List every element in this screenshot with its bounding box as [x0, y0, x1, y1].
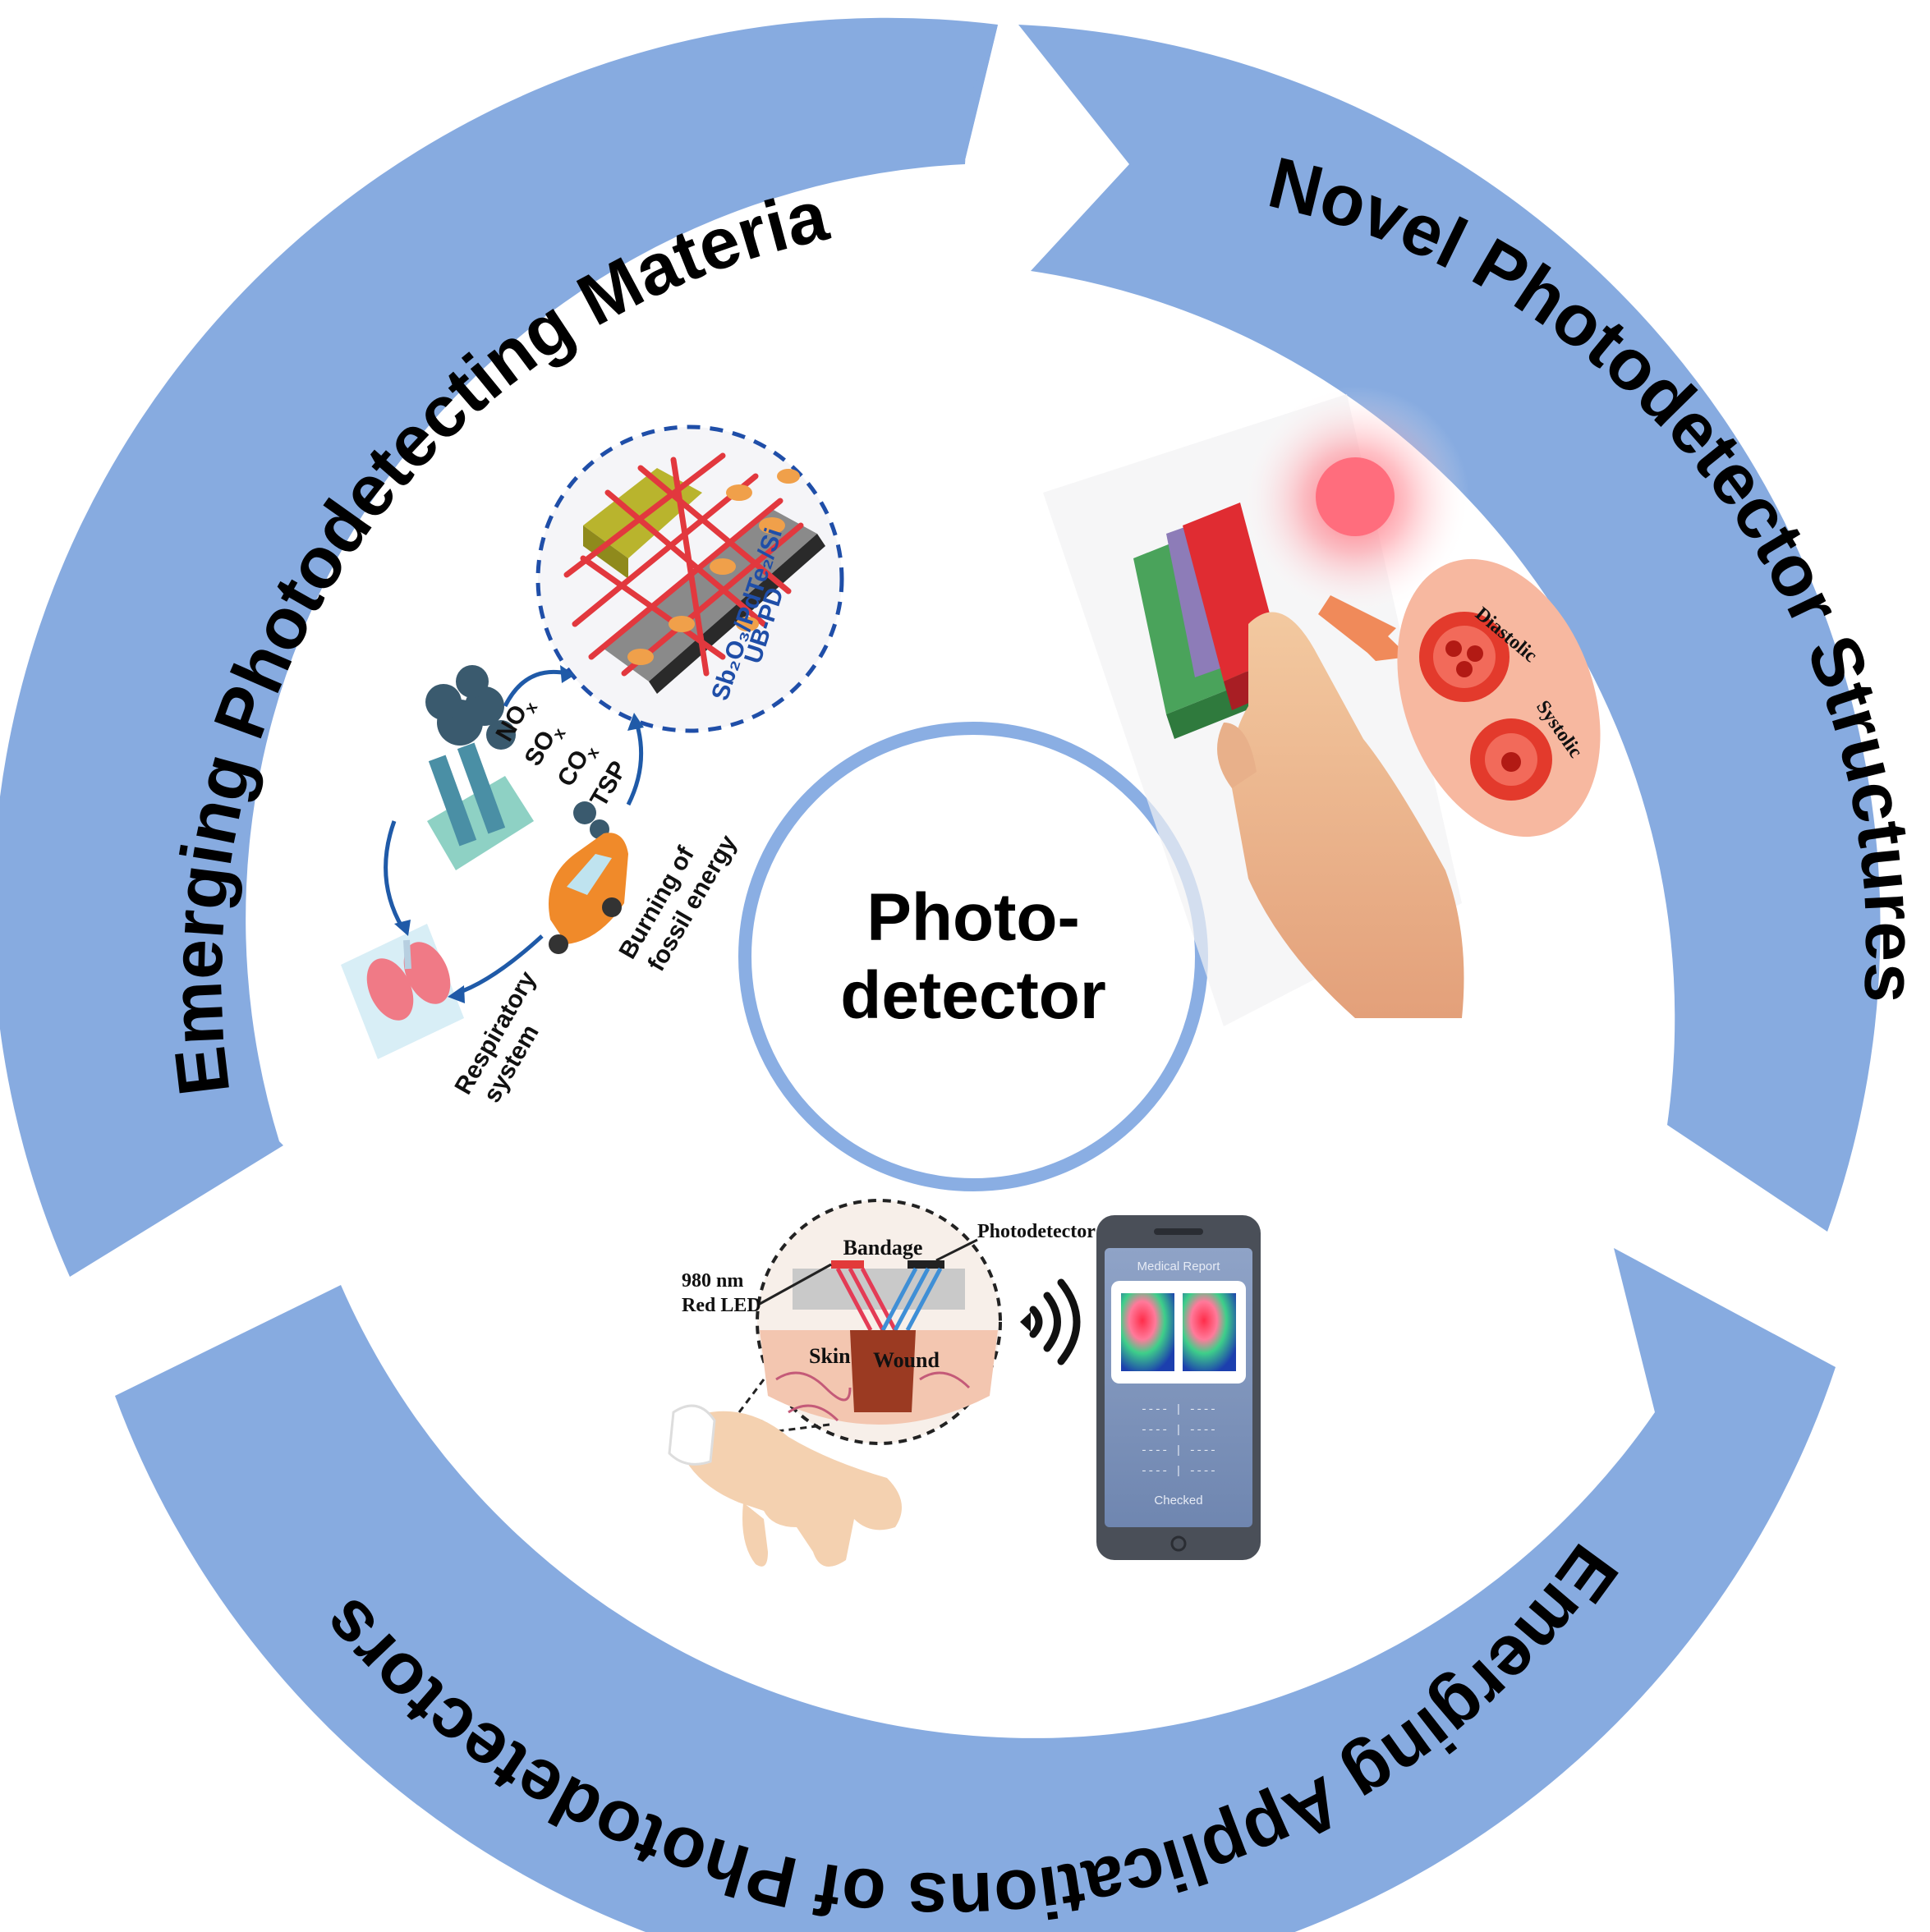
factory-icon [425, 665, 534, 870]
center-ring [738, 722, 1208, 1191]
ring-segment-structures [1018, 25, 1881, 1232]
heatmap-left [1121, 1293, 1174, 1371]
center-label-line2: detector [840, 958, 1106, 1033]
applications-illustration: Bandage Skin Wound Photodetector 980 nm … [668, 1199, 1261, 1567]
label-bandage: Bandage [843, 1236, 923, 1260]
zoom-line-top [738, 1379, 765, 1413]
substrate-layer [604, 509, 817, 681]
ring-segment-applications [115, 1248, 1836, 1932]
svg-text:---- | ----: ---- | ---- [1141, 1403, 1216, 1416]
label-led-line1: 980 nm [682, 1270, 743, 1292]
center-node: Photo- detector [738, 722, 1208, 1191]
label-photodetector: Photodetector [977, 1221, 1096, 1242]
blood-vessel-panel: Diastolic Systolic [1397, 558, 1601, 838]
checked-button[interactable]: Checked [1154, 1494, 1202, 1508]
label-led-line2: Red LED [682, 1295, 761, 1316]
phone-icon: Medical Report ---- | ---- ---- | ---- -… [1096, 1215, 1261, 1560]
light-source [1316, 457, 1395, 536]
cycle-arrowheads [394, 665, 644, 1003]
pulse-arrow [1318, 595, 1409, 661]
car-icon [549, 801, 628, 954]
wound-area [850, 1330, 916, 1412]
structures-illustration: Diastolic Systolic [1043, 386, 1601, 1026]
svg-text:---- | ----: ---- | ---- [1141, 1465, 1216, 1478]
heatmap-right [1183, 1293, 1236, 1371]
device-zoom-circle: Sb₂O₃/PdTe₂/Si UB-PD [535, 424, 844, 733]
skin-fibers [775, 1371, 971, 1422]
svg-text:---- | ----: ---- | ---- [1141, 1424, 1216, 1437]
svg-text:---- | ----: ---- | ---- [1141, 1444, 1216, 1457]
substrate-edge [649, 534, 825, 694]
phone-title: Medical Report [1137, 1260, 1221, 1273]
photodetector-pointer [935, 1238, 978, 1262]
ring-segment-materials [0, 17, 998, 1277]
photodetector-chip [908, 1260, 944, 1269]
nanoparticles [627, 469, 800, 665]
center-label-line1: Photo- [866, 880, 1080, 955]
hand-icon [668, 1404, 902, 1567]
label-skin: Skin [809, 1344, 851, 1368]
finger-hand [1217, 612, 1464, 1018]
sensor-device [1133, 503, 1289, 739]
wireless-dot [1020, 1312, 1031, 1332]
led-emitter [831, 1260, 864, 1269]
electrode-pad-side [583, 525, 628, 579]
label-wound: Wound [873, 1348, 940, 1372]
gas-tsp: TSP [585, 756, 632, 811]
nanowire-network [563, 452, 804, 677]
light-rays [835, 1267, 943, 1332]
home-button [1170, 1535, 1187, 1552]
report-rows: ---- | ---- ---- | ---- ---- | ---- ----… [1141, 1403, 1216, 1478]
wireless-icon [1029, 1278, 1081, 1365]
lungs-icon [341, 924, 464, 1059]
led-pointer [759, 1263, 832, 1306]
wound-zoom-circle: Bandage Skin Wound [756, 1199, 1002, 1445]
